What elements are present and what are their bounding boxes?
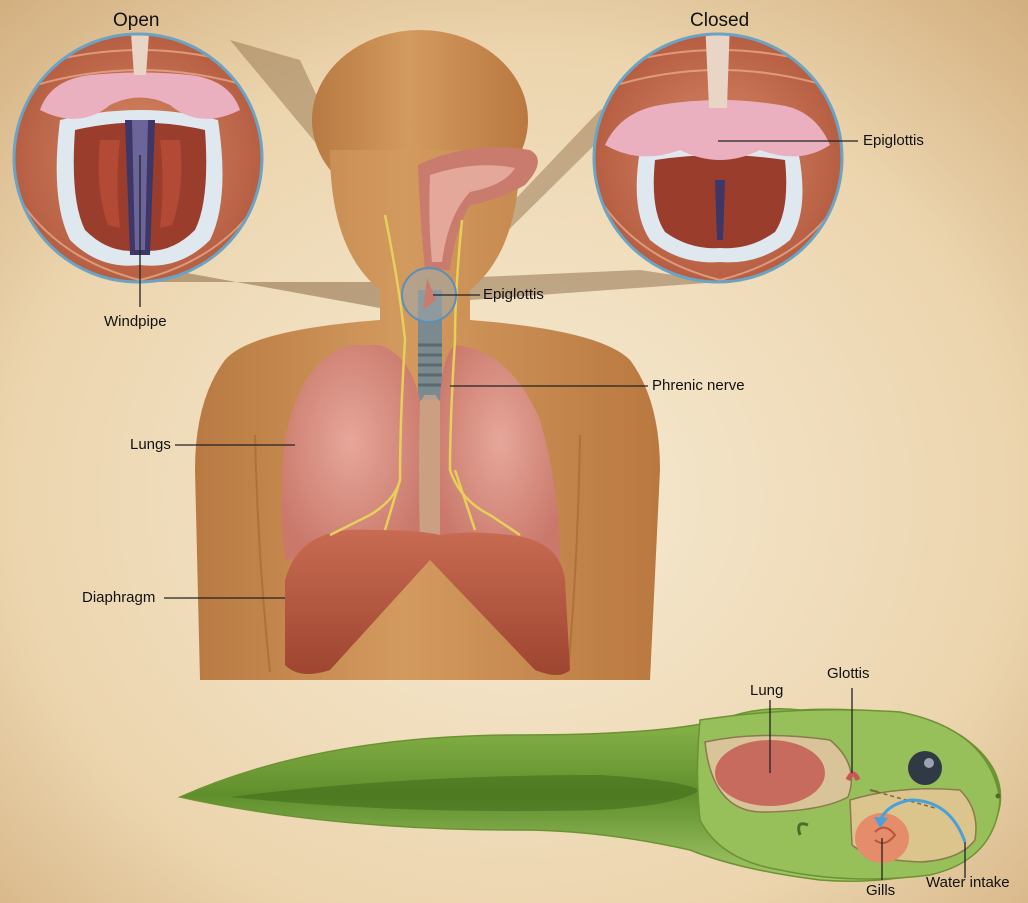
glottis-label: Glottis [827,665,870,683]
diaphragm-label: Diaphragm [82,589,155,607]
open-title: Open [113,10,159,32]
windpipe-label: Windpipe [104,313,167,331]
water-intake-label: Water intake [926,874,1010,892]
epiglottis-closed-label: Epiglottis [863,132,924,150]
gills-label: Gills [866,882,895,900]
epiglottis-throat-label: Epiglottis [483,286,544,304]
closed-title: Closed [690,10,749,32]
phrenic-nerve-label: Phrenic nerve [652,377,745,395]
lungs-label: Lungs [130,436,171,454]
tadpole-lung-label: Lung [750,682,783,700]
